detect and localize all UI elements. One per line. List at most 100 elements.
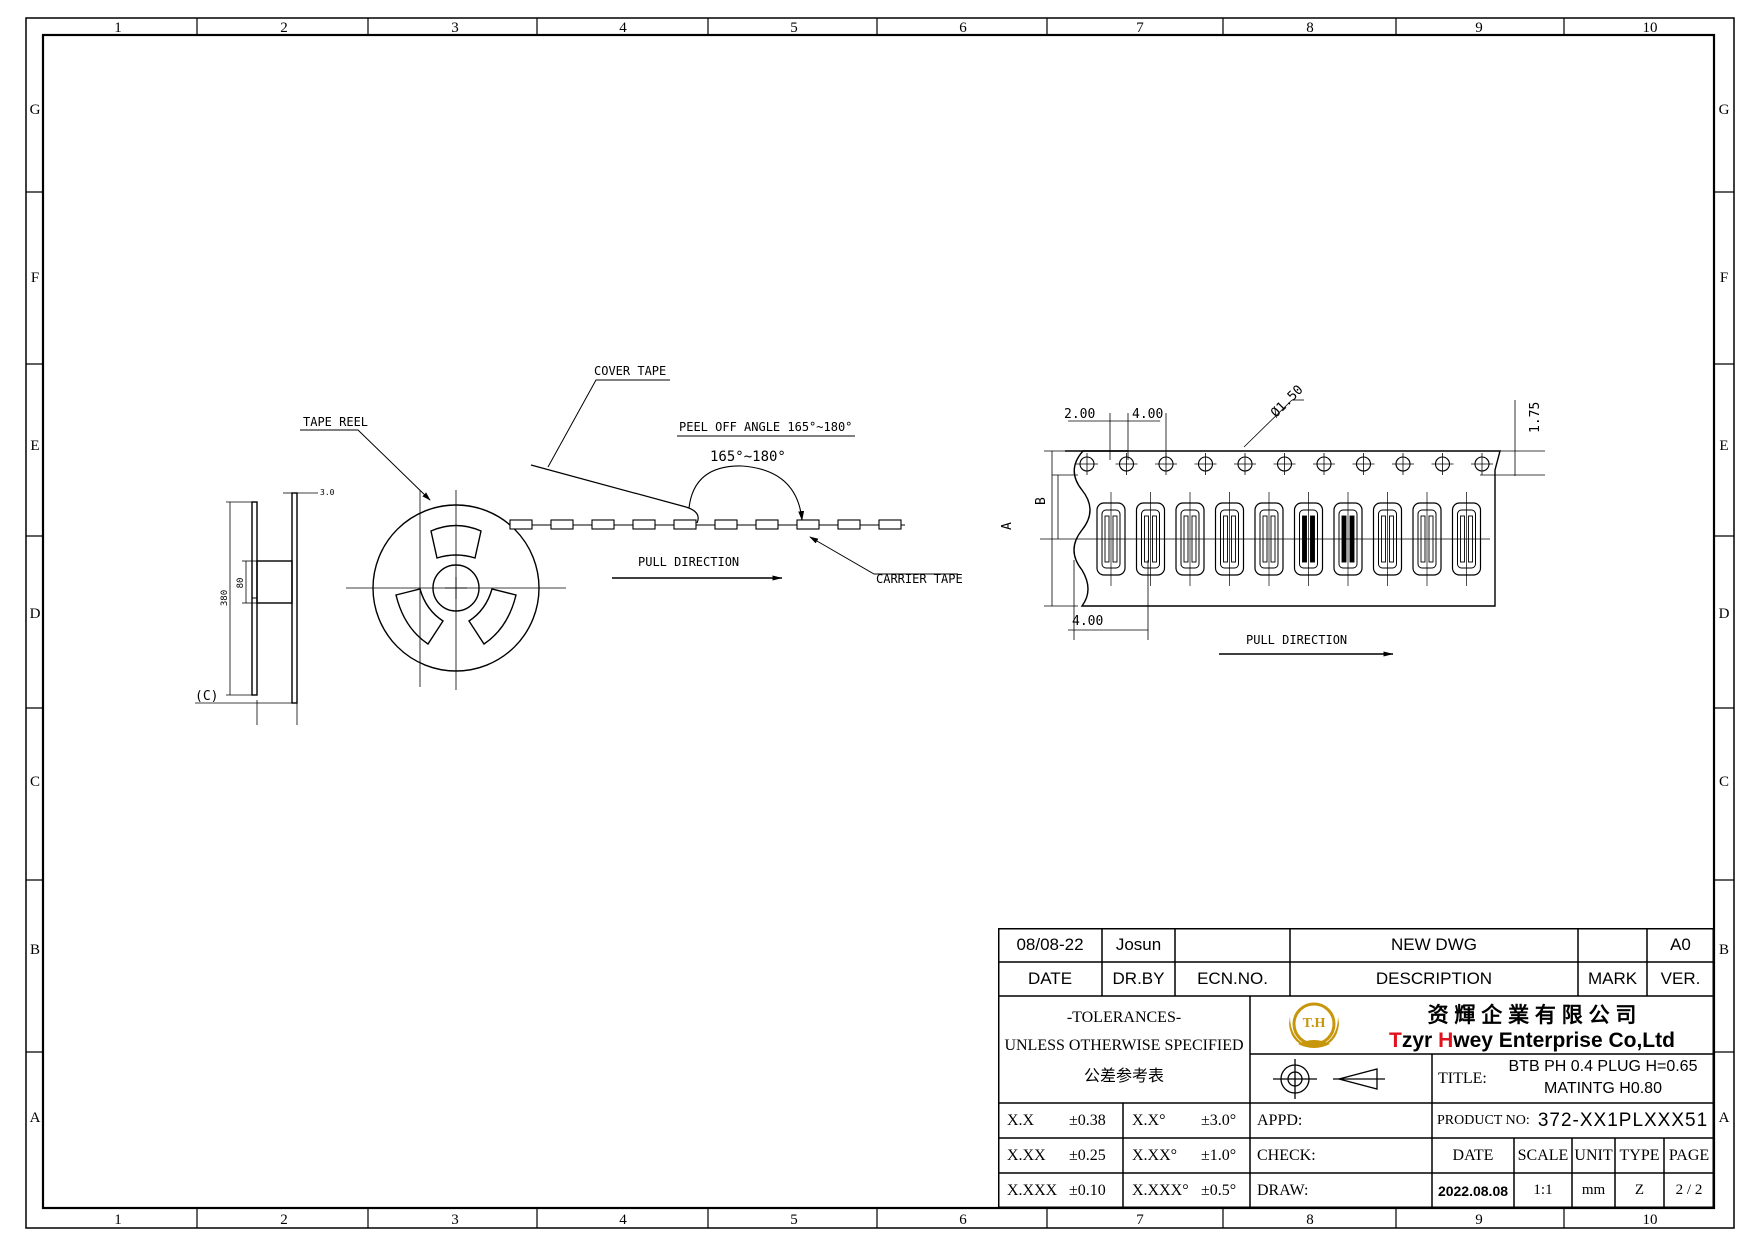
carrier-tape-pockets [509,519,902,530]
row-label: A [1719,1110,1730,1126]
col-label: 10 [1643,1212,1658,1228]
cover-tape-label: COVER TAPE [594,364,666,378]
rev-description-value: NEW DWG [1391,935,1477,954]
dim-hole-label: Ø1.50 [1268,383,1306,421]
dim-hub-label: 80 [236,578,246,589]
tape-pull-direction-label: PULL DIRECTION [1246,633,1347,647]
tol-value: ±0.38 [1069,1112,1106,1129]
scale-header: SCALE [1517,1146,1569,1164]
draw-label: DRAW: [1257,1182,1309,1199]
rev-version-value: A0 [1670,935,1691,954]
dim-outer-label: 380 [220,590,230,606]
row-label: B [30,942,40,958]
check-label: CHECK: [1257,1147,1316,1164]
carrier-pocket [878,519,902,530]
col-label: 8 [1306,1212,1314,1228]
reel-side-view [195,492,318,725]
title-block: T.H 08/08-22 Josun NEW DWG A0 DATE DR.BY… [998,928,1714,1208]
row-label: G [30,102,41,118]
tol-key: X.XX° [1132,1147,1178,1164]
dim-c-label: (C) [195,689,218,704]
carrier-tape-leader [809,536,958,575]
unit-value: mm [1581,1182,1606,1198]
tol-key: X.XXX° [1132,1182,1189,1199]
company-name-en-t: T [1389,1029,1402,1052]
title-line-1: BTB PH 0.4 PLUG H=0.65 [1508,1058,1698,1075]
col-label: 1 [114,20,122,36]
row-label: C [1719,774,1729,790]
dim-pitch-edge-label: 2.00 [1064,407,1095,422]
reel-window-top [430,524,482,559]
dim-a-label: A [1000,522,1015,530]
row-label: A [30,1110,41,1126]
col-label: 5 [790,20,798,36]
carrier-pocket [509,519,533,530]
tol-value: ±0.5° [1201,1182,1237,1199]
tolerances-subtitle: UNLESS OTHERWISE SPECIFIED [1004,1037,1244,1054]
row-label: C [30,774,40,790]
angle-value-label: 165°~180° [710,449,786,465]
date-header: DATE [1452,1146,1494,1164]
rev-ecn-header: ECN.NO. [1197,969,1268,988]
rev-mark-value [1578,928,1647,962]
cover-tape [530,464,687,508]
rev-drawn-by-header: DR.BY [1112,969,1165,988]
rev-ecn-value [1175,928,1290,962]
carrier-pocket [755,519,779,530]
col-label: 4 [619,20,627,36]
tolerances-title: -TOLERANCES- [1066,1009,1182,1026]
cover-tape-leader [547,379,670,468]
row-label: D [1719,606,1730,622]
column-labels-bottom: 1 2 3 4 5 6 7 8 9 10 [114,1212,1657,1228]
tol-key: X.X [1007,1112,1035,1129]
tol-value: ±0.25 [1069,1147,1106,1164]
row-label: F [31,270,39,286]
col-label: 3 [451,20,459,36]
rev-drawn-by-value: Josun [1115,935,1162,954]
col-label: 2 [280,1212,288,1228]
company-logo [1289,1002,1339,1048]
col-label: 9 [1475,1212,1483,1228]
peel-angle-arc [688,465,805,521]
row-label: F [1720,270,1728,286]
col-label: 4 [619,1212,627,1228]
company-name-cn: 资 輝 企 業 有 限 公 司 [1427,1004,1637,1027]
logo-text: T.H [1302,1016,1326,1031]
rev-version-header: VER. [1660,969,1701,988]
tape-reel-leader [300,429,431,501]
page-header: PAGE [1668,1146,1710,1164]
col-label: 1 [114,1212,122,1228]
row-label: E [30,438,39,454]
col-label: 7 [1136,1212,1144,1228]
tape-dimensions [1044,399,1545,640]
inner-border [41,33,1716,1210]
row-labels-left: G F E D C B A [30,102,41,1126]
col-label: 6 [959,20,967,36]
rev-mark-header: MARK [1587,969,1638,988]
carrier-pocket [632,519,656,530]
tol-value: ±0.10 [1069,1182,1106,1199]
row-label: E [1719,438,1728,454]
carrier-pocket [714,519,738,530]
product-no-value: 372-XX1PLXXX51 [1537,1109,1709,1131]
tol-key: X.XXX [1007,1182,1058,1199]
rev-description-header: DESCRIPTION [1375,969,1493,988]
company-name-en-zyr: zyr [1401,1029,1439,1052]
tol-key: X.XX [1007,1147,1046,1164]
row-label: B [1719,942,1729,958]
appd-label: APPD: [1257,1112,1303,1129]
col-label: 10 [1643,20,1658,36]
title-label: TITLE: [1438,1070,1487,1087]
dim-edge-label: 1.75 [1528,402,1543,433]
company-name-en-h: H [1438,1029,1454,1052]
tol-key: X.X° [1132,1112,1166,1129]
type-header: TYPE [1619,1146,1660,1164]
col-label: 9 [1475,20,1483,36]
carrier-pocket [591,519,615,530]
tol-value: ±3.0° [1201,1112,1237,1129]
title-line-2: MATINTG H0.80 [1544,1080,1662,1097]
reel-window-left [395,588,444,645]
col-label: 8 [1306,20,1314,36]
